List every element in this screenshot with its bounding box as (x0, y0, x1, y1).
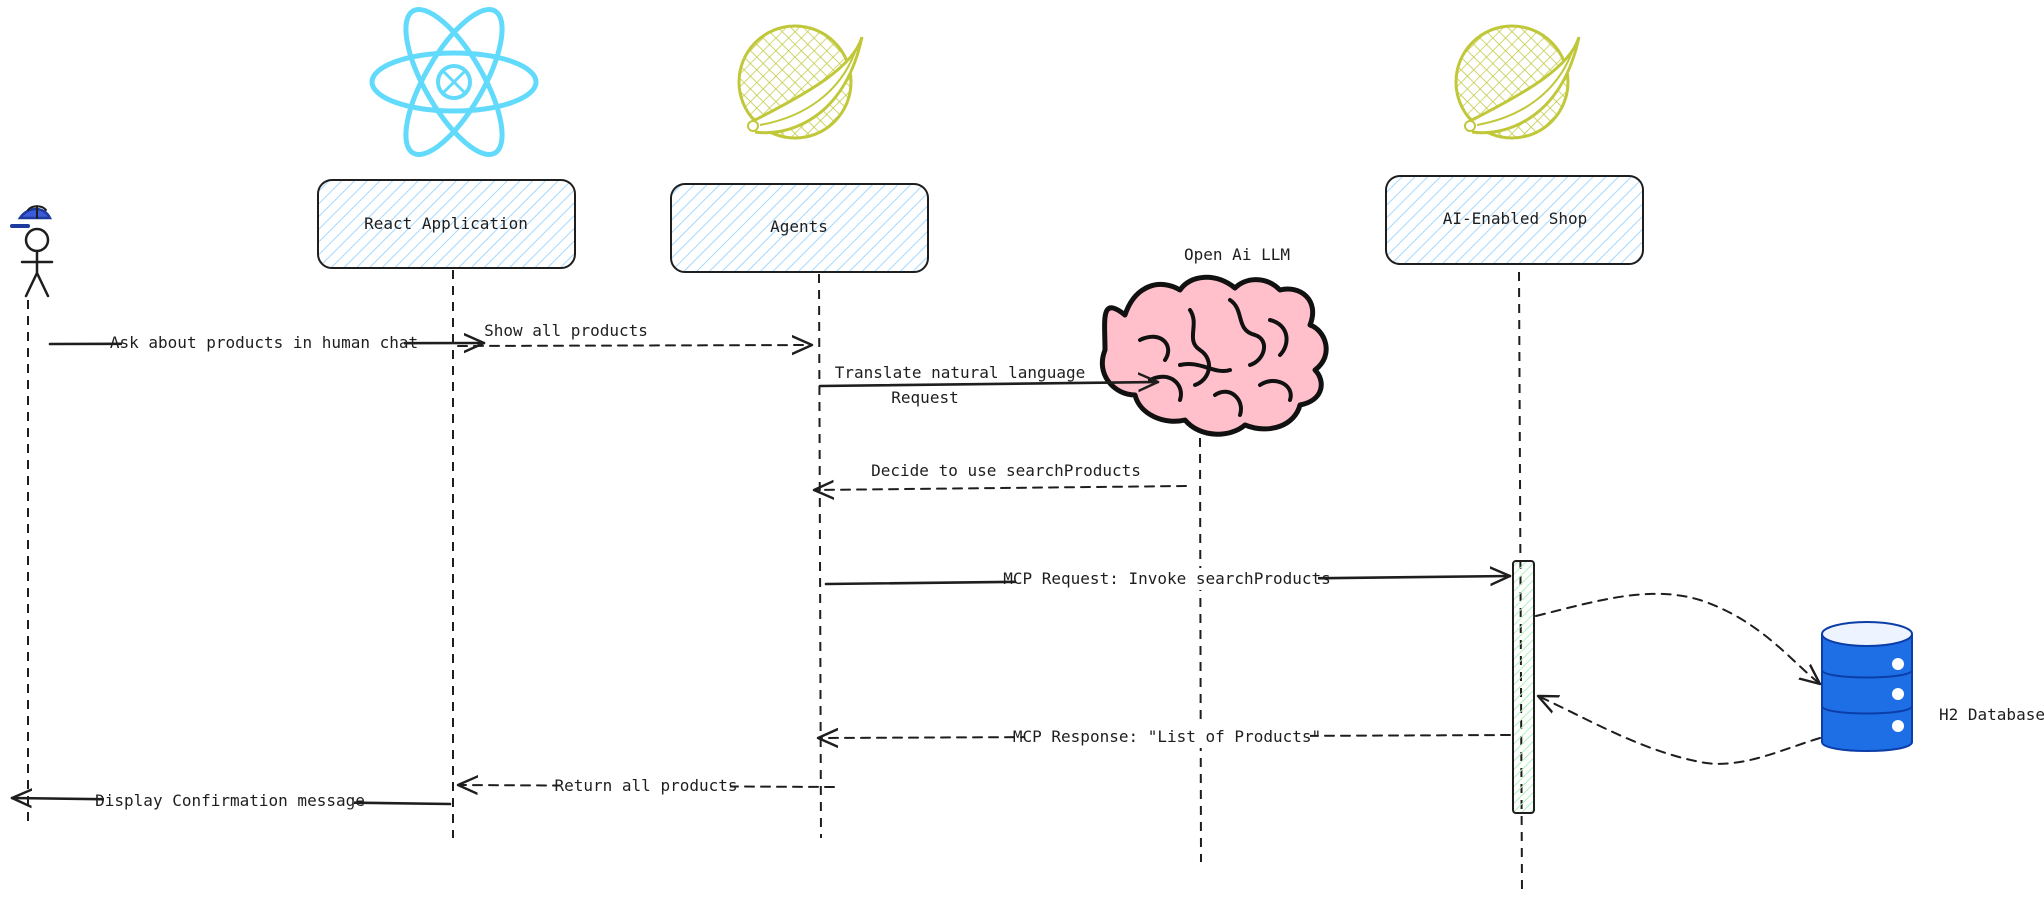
display-label: Display Confirmation message (95, 791, 365, 810)
return-label: Return all products (554, 776, 737, 795)
agents-label: Agents (770, 217, 828, 236)
show-arrow (457, 345, 812, 346)
return-arrow (458, 785, 835, 787)
agents-lifeline (818, 273, 822, 839)
translate-label-line2: Request (891, 388, 958, 407)
open-ai-llm-label: Open Ai LLM (1184, 245, 1290, 264)
db-result-arrow (1538, 696, 1821, 765)
mcp-request-label: MCP Request: Invoke searchProducts (1003, 569, 1331, 588)
database-icon (1821, 621, 1913, 752)
shop-activation-bar (1512, 560, 1535, 814)
translate-arrow (818, 382, 1160, 386)
decide-label: Decide to use searchProducts (871, 461, 1141, 480)
react-application-label: React Application (364, 214, 528, 233)
spring-leaf-icon (1454, 24, 1581, 140)
react-logo-icon (369, 7, 539, 157)
mcp-response-arrow (818, 735, 1511, 738)
ai-enabled-shop-label: AI-Enabled Shop (1443, 209, 1588, 228)
spring-leaf-icon (737, 24, 864, 140)
db-query-arrow (1535, 592, 1820, 684)
h2-database-label: H2 Database (1939, 705, 2044, 724)
decide-arrow (814, 486, 1187, 490)
ask-label: Ask about products in human chat (110, 333, 418, 352)
ai-enabled-shop-box: AI-Enabled Shop (1385, 175, 1644, 265)
llm-lifeline (1199, 437, 1202, 863)
react-application-box: React Application (317, 179, 576, 269)
show-label: Show all products (484, 321, 648, 340)
translate-label-line1: Translate natural language (835, 363, 1085, 382)
brain-icon (1099, 274, 1329, 437)
user-stick-figure-icon (10, 205, 54, 298)
mcp-response-label: MCP Response: "List of Products" (1013, 727, 1321, 746)
agents-box: Agents (670, 183, 929, 273)
